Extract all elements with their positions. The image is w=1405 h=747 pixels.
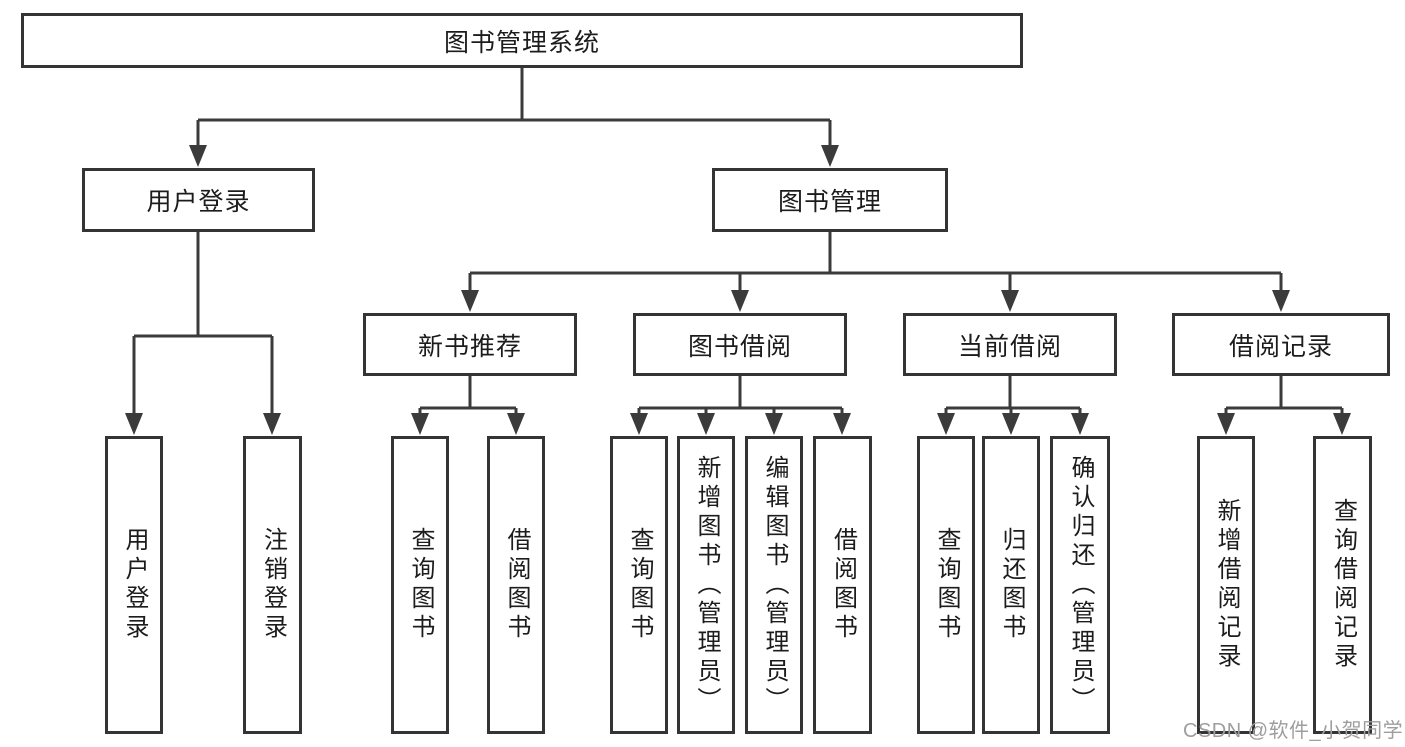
- arrowhead-icon: [1071, 413, 1089, 435]
- node-label-leaf-logout: 注销登录: [259, 527, 287, 643]
- arrowhead-icon: [731, 290, 749, 312]
- connector-path: [944, 376, 1082, 415]
- arrowhead-icon: [937, 413, 955, 435]
- arrowhead-icon: [411, 413, 429, 435]
- node-label-leaf-add-borrow-record: 新增借阅记录: [1213, 498, 1240, 672]
- node-borrowing-records: 借阅记录: [1172, 313, 1390, 376]
- node-label-leaf-query-books-2: 查询图书: [626, 527, 653, 643]
- node-leaf-query-books-3: 查询图书: [917, 436, 975, 734]
- arrowhead-icon: [1217, 413, 1235, 435]
- arrowhead-icon: [1333, 413, 1351, 435]
- node-label-leaf-query-books-3: 查询图书: [933, 527, 960, 643]
- connector-path: [132, 232, 274, 415]
- connector-5: [937, 376, 1089, 435]
- node-label-leaf-query-borrow-record: 查询借阅记录: [1329, 498, 1357, 672]
- arrowhead-icon: [125, 413, 143, 435]
- node-label-leaf-borrow-books-1: 借阅图书: [503, 527, 530, 643]
- node-label-leaf-borrow-books-2: 借阅图书: [829, 527, 857, 643]
- arrowhead-icon: [833, 413, 851, 435]
- node-label-leaf-add-books: 新增图书（管理员）: [693, 454, 720, 716]
- node-leaf-query-books-2: 查询图书: [610, 436, 668, 734]
- arrowhead-icon: [697, 413, 715, 435]
- node-label-leaf-edit-books: 编辑图书（管理员）: [761, 454, 788, 716]
- node-label-user-login-group: 用户登录: [146, 188, 251, 216]
- arrowhead-icon: [765, 413, 783, 435]
- node-root: 图书管理系统: [21, 13, 1023, 68]
- arrowhead-icon: [263, 413, 281, 435]
- node-leaf-logout: 注销登录: [243, 436, 302, 734]
- node-leaf-query-borrow-record: 查询借阅记录: [1313, 436, 1372, 734]
- arrowhead-icon: [630, 413, 648, 435]
- arrowhead-icon: [821, 145, 839, 167]
- arrowhead-icon: [189, 145, 207, 167]
- arrowhead-icon: [461, 290, 479, 312]
- connector-3: [411, 376, 525, 435]
- arrowhead-icon: [1002, 413, 1020, 435]
- connector-path: [468, 232, 1283, 292]
- node-label-current-borrowing: 当前借阅: [957, 332, 1062, 361]
- node-label-leaf-confirm-return: 确认归还（管理员）: [1067, 454, 1094, 716]
- node-book-borrowing: 图书借阅: [633, 313, 847, 376]
- node-new-book-recommend: 新书推荐: [363, 313, 577, 376]
- connector-4: [630, 376, 851, 435]
- watermark: CSDN @软件_小贺同学: [1183, 720, 1404, 742]
- arrowhead-icon: [1001, 290, 1019, 312]
- node-leaf-add-books: 新增图书（管理员）: [677, 436, 735, 734]
- node-leaf-borrow-books-2: 借阅图书: [813, 436, 872, 734]
- node-leaf-confirm-return: 确认归还（管理员）: [1050, 436, 1110, 734]
- connector-1: [125, 232, 281, 435]
- node-user-login-group: 用户登录: [82, 168, 315, 232]
- node-leaf-query-books-1: 查询图书: [391, 436, 449, 734]
- node-label-leaf-return-books: 归还图书: [998, 527, 1025, 643]
- connector-path: [418, 376, 518, 415]
- connector-path: [1224, 376, 1344, 415]
- arrowhead-icon: [507, 413, 525, 435]
- arrowhead-icon: [1272, 290, 1290, 312]
- node-leaf-user-login: 用户登录: [105, 436, 163, 734]
- connector-2: [461, 232, 1290, 312]
- node-current-borrowing: 当前借阅: [903, 313, 1117, 376]
- connector-path: [637, 376, 844, 415]
- node-label-book-borrowing: 图书借阅: [687, 332, 792, 361]
- node-label-root: 图书管理系统: [443, 28, 600, 57]
- node-label-new-book-recommend: 新书推荐: [417, 332, 522, 361]
- connector-6: [1217, 376, 1351, 435]
- node-label-leaf-user-login: 用户登录: [121, 527, 148, 643]
- node-label-leaf-query-books-1: 查询图书: [407, 527, 434, 643]
- connector-path: [196, 68, 832, 147]
- node-label-borrowing-records: 借阅记录: [1228, 332, 1333, 361]
- node-leaf-add-borrow-record: 新增借阅记录: [1197, 436, 1255, 734]
- node-leaf-borrow-books-1: 借阅图书: [487, 436, 545, 734]
- connector-0: [189, 68, 839, 167]
- node-leaf-edit-books: 编辑图书（管理员）: [745, 436, 803, 734]
- node-label-book-management: 图书管理: [777, 188, 882, 216]
- node-book-management: 图书管理: [712, 168, 948, 232]
- node-leaf-return-books: 归还图书: [982, 436, 1040, 734]
